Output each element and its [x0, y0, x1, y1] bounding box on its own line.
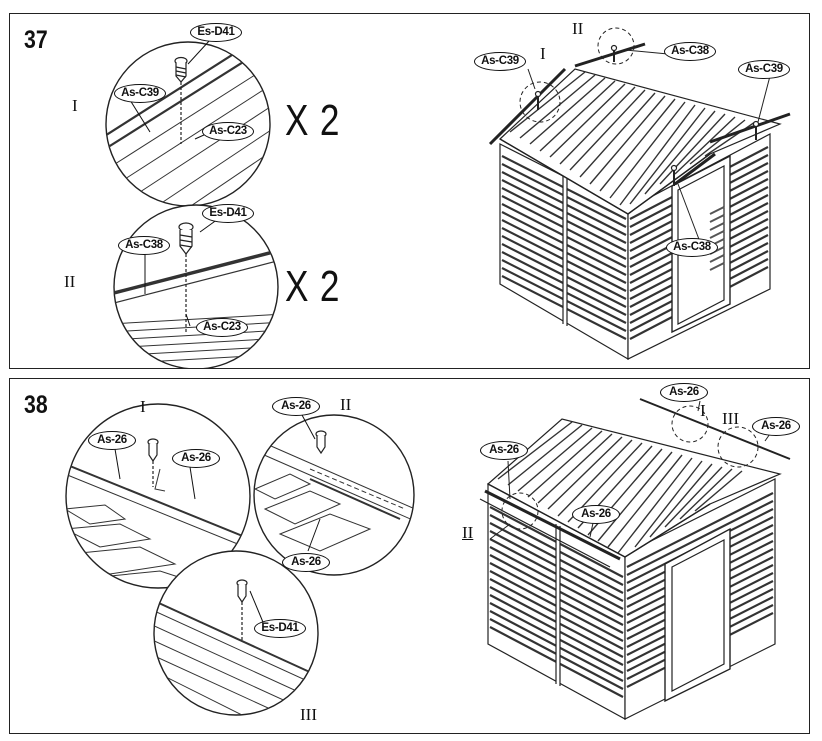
callout-as-26: As-26: [752, 417, 800, 436]
step-38-panel: 38 I As-26 As-26 II As-26 As-26 Es-D41 I…: [9, 378, 810, 734]
callout-as-26: As-26: [282, 553, 330, 572]
detail-label-I: I: [140, 397, 146, 416]
detail-label-II: II: [64, 272, 76, 291]
detail-label-I: I: [72, 96, 78, 115]
detail-circle-II: [253, 414, 415, 576]
callout-as-26: As-26: [572, 505, 620, 524]
detail-circle-I: [105, 41, 271, 207]
callout-es-d41: Es-D41: [254, 619, 306, 638]
overview-label-I: I: [540, 44, 546, 63]
step-37-illustration: [105, 27, 791, 368]
callout-as-c38: As-C38: [118, 236, 170, 255]
callout-as-26: As-26: [480, 441, 528, 460]
step-number: 37: [24, 26, 48, 54]
overview-label-I: I: [700, 401, 706, 420]
callout-as-c38: As-C38: [666, 238, 718, 257]
callout-as-c39: As-C39: [474, 52, 526, 71]
callout-as-26: As-26: [172, 449, 220, 468]
detail-label-III: III: [300, 705, 317, 724]
callout-as-c39: As-C39: [114, 84, 166, 103]
overview-label-II: II: [462, 523, 474, 542]
callout-as-c23: As-C23: [202, 122, 254, 141]
callout-as-c23: As-C23: [196, 318, 248, 337]
detail-circle-II: [113, 204, 279, 368]
callout-as-26: As-26: [660, 383, 708, 402]
shed-overview-38: [479, 398, 791, 721]
overview-label-III: III: [722, 409, 739, 428]
callout-es-d41: Es-D41: [202, 204, 254, 223]
callout-es-d41: Es-D41: [190, 23, 242, 42]
callout-as-26: As-26: [272, 397, 320, 416]
detail-circle-III: [153, 550, 319, 716]
quantity-x2-I: X 2: [285, 96, 341, 145]
callout-as-c38: As-C38: [664, 42, 716, 61]
quantity-x2-II: X 2: [285, 262, 341, 311]
overview-label-II: II: [572, 19, 584, 38]
step-37-panel: 37 I II Es-D41 As-C39 As-C23 X 2 Es-D41 …: [9, 13, 810, 369]
step-number: 38: [24, 391, 48, 419]
shed-overview-37: [488, 27, 791, 361]
callout-as-c39: As-C39: [738, 60, 790, 79]
callout-as-26: As-26: [88, 431, 136, 450]
detail-label-II: II: [340, 395, 352, 414]
step-38-illustration: [65, 398, 791, 721]
